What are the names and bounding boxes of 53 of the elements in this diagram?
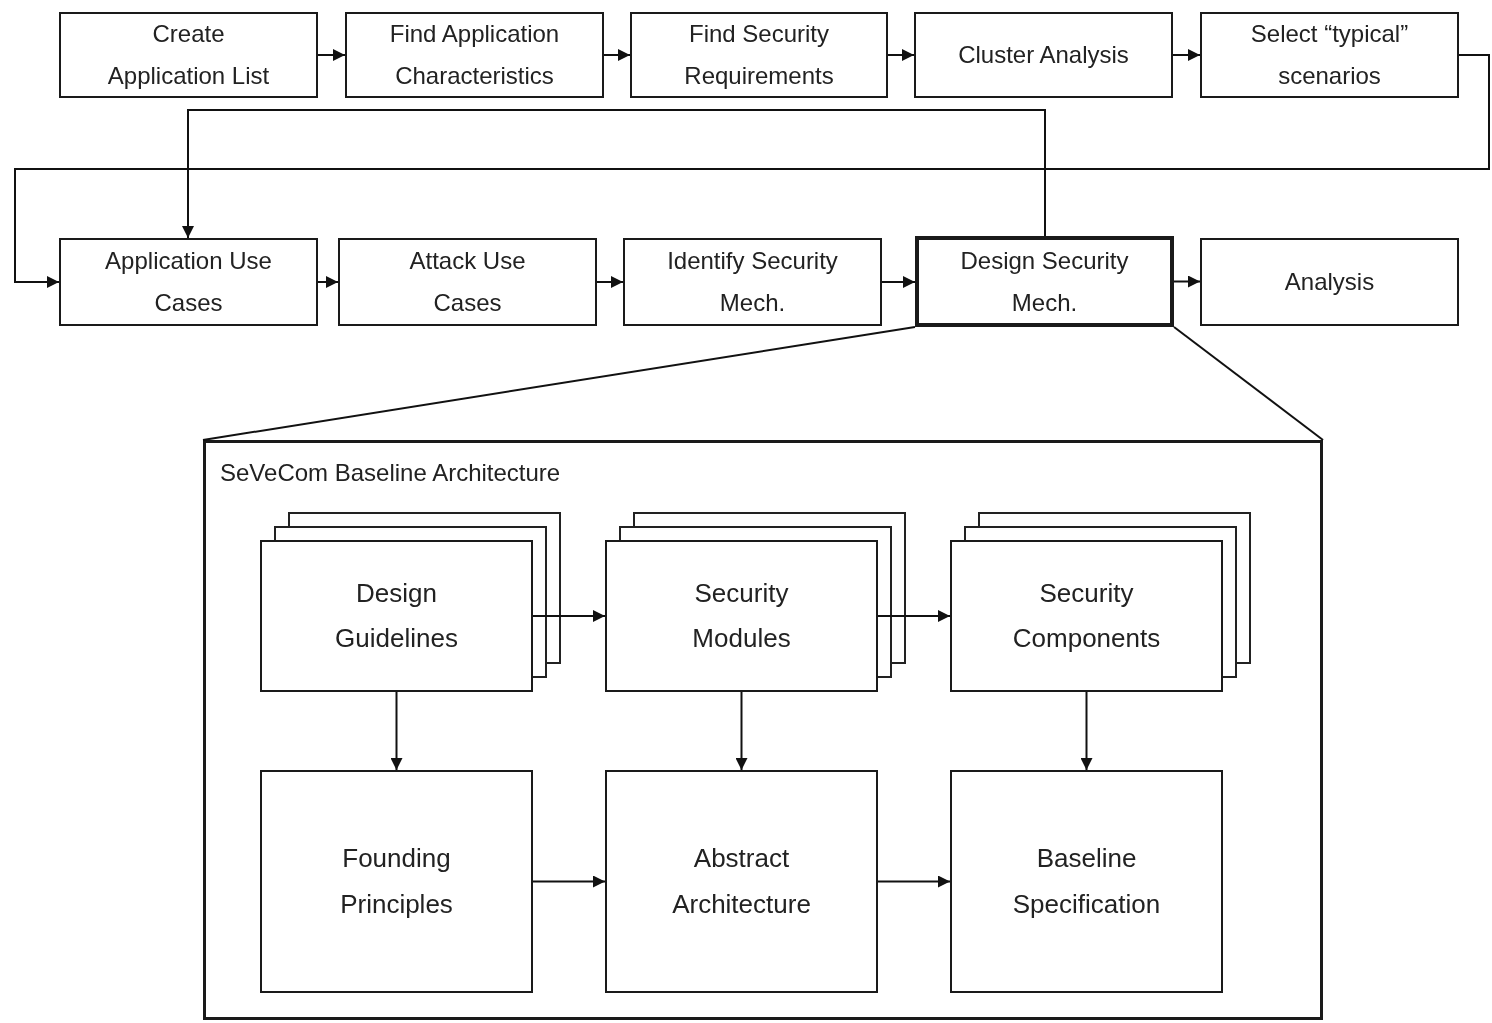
arrow <box>532 875 606 888</box>
arrow <box>596 276 624 288</box>
process-box <box>338 238 597 326</box>
arrow <box>1080 691 1093 771</box>
step-label: Security Modules <box>691 576 792 655</box>
zoom-line <box>202 326 916 441</box>
arrow <box>735 691 748 771</box>
arrow <box>877 610 951 622</box>
arrow <box>603 49 631 61</box>
process-box <box>623 238 882 326</box>
process-box <box>630 12 888 98</box>
process-box <box>59 238 318 326</box>
arrow <box>14 54 1490 288</box>
arrow <box>877 875 951 888</box>
process-box <box>605 770 878 993</box>
process-box <box>1200 238 1459 326</box>
arrow <box>317 276 339 288</box>
highlighted-step-box <box>915 236 1174 327</box>
step-label: Founding Principles <box>339 842 454 921</box>
step-label: Security Components <box>1011 576 1162 655</box>
step-label: Design Guidelines <box>334 576 459 655</box>
process-box <box>605 540 878 692</box>
process-box <box>345 12 604 98</box>
process-box <box>950 540 1223 692</box>
step-label: Select “typical” scenarios <box>1249 19 1410 91</box>
arrow <box>887 49 915 61</box>
step-label: Abstract Architecture <box>671 842 812 921</box>
arrow <box>1172 49 1201 61</box>
step-label: Create Application List <box>106 19 271 91</box>
step-label: Analysis <box>1283 267 1376 297</box>
step-label: Design Security Mech. <box>959 245 1130 318</box>
panel-title: SeVeCom Baseline Architecture <box>220 458 561 488</box>
process-box <box>59 12 318 98</box>
arrow <box>390 691 403 771</box>
arrow <box>317 49 346 61</box>
process-box <box>260 540 533 692</box>
process-box <box>260 770 533 993</box>
step-label: Find Security Requirements <box>683 19 835 91</box>
process-box <box>1200 12 1459 98</box>
zoom-line <box>1173 326 1324 441</box>
arrow <box>182 109 1046 239</box>
step-label: Find Application Characteristics <box>388 19 561 91</box>
step-label: Identify Security Mech. <box>666 246 839 318</box>
step-label: Cluster Analysis <box>957 40 1130 70</box>
arrow <box>881 276 916 288</box>
arrow <box>532 610 606 622</box>
process-box <box>914 12 1173 98</box>
step-label: Application Use Cases <box>104 246 273 318</box>
step-label: Attack Use Cases <box>408 246 527 318</box>
process-box <box>950 770 1223 993</box>
architecture-panel <box>203 440 1323 1020</box>
arrow <box>1173 275 1201 288</box>
step-label: Baseline Specification <box>1011 842 1162 921</box>
